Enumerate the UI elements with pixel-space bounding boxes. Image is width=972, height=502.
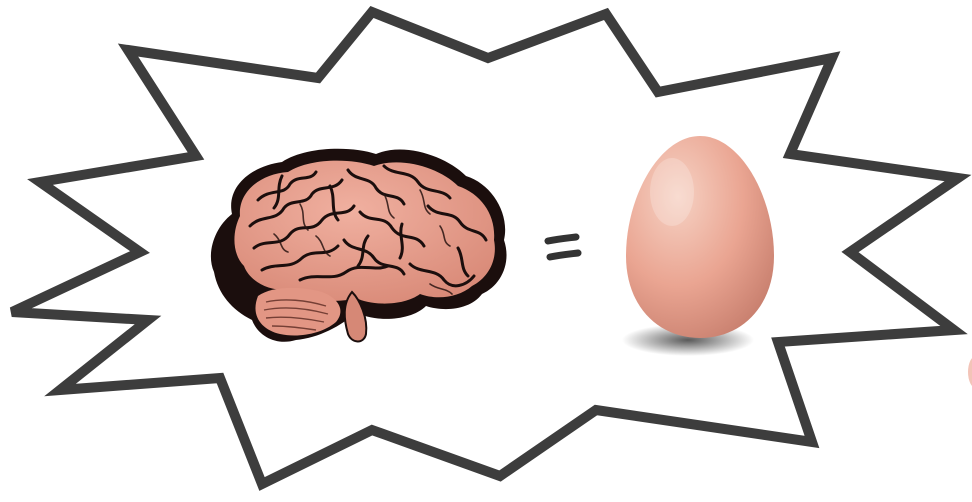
equals-top-bar [548, 237, 576, 241]
egg-highlight [650, 158, 694, 226]
edge-egg-fragment [968, 356, 972, 388]
equals-bottom-bar [550, 253, 578, 257]
